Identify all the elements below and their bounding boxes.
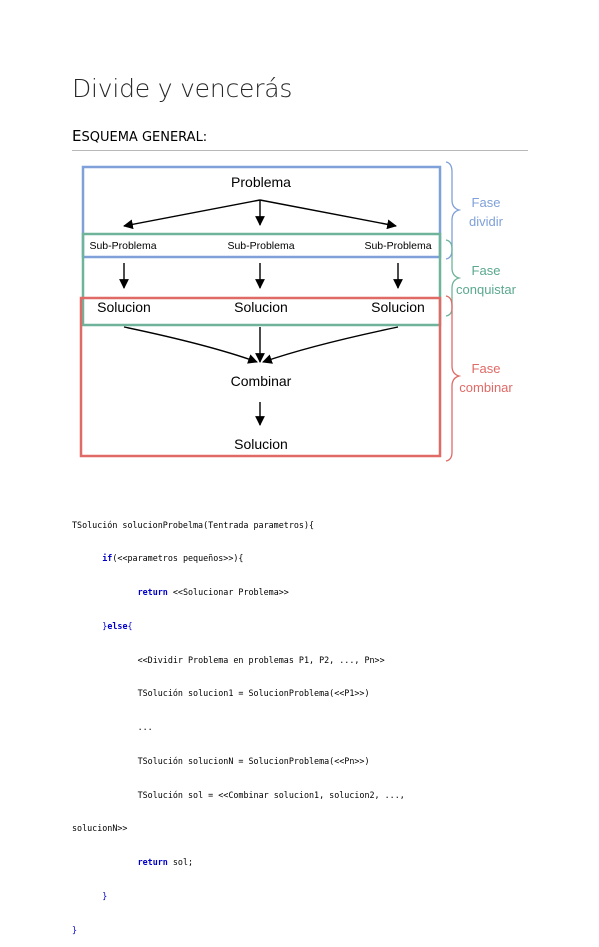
code-line-8: TSolución solucionN = SolucionProblema(<… [72, 756, 532, 767]
arrow-combine-right [262, 326, 399, 364]
code-line-2: if(<<parametros pequeños>>){ [72, 553, 532, 564]
arrow-divide-right [259, 199, 397, 230]
code-line-8-text: TSolución solucionN = SolucionProblema(<… [137, 755, 370, 766]
code-line-10: solucionN>> [72, 823, 532, 834]
code-keyword-if: if [102, 553, 113, 564]
divide-conquer-diagram: Problema Sub-Problema Sub-Problema Sub-P… [79, 161, 517, 462]
node-subproblem-1: Sub-Problema [89, 240, 156, 252]
code-line-10-text: solucionN>> [72, 823, 128, 834]
code-line-9-text: TSolución sol = <<Combinar solucion1, so… [137, 789, 405, 800]
phase-combine-label-1: Fase [472, 361, 501, 376]
brace-combine [445, 295, 462, 462]
code-line-12-text: } [102, 890, 108, 901]
node-combine: Combinar [231, 373, 292, 389]
code-line-6: TSolución solucion1 = SolucionProblema(<… [72, 688, 532, 699]
code-line-11: return sol; [72, 857, 532, 868]
section-divider [72, 150, 528, 151]
code-line-7-text: ... [137, 722, 153, 732]
code-line-5: <<Dividir Problema en problemas P1, P2, … [72, 655, 532, 666]
code-line-3-text: <<Solucionar Problema>> [167, 587, 289, 597]
code-line-11-text: sol; [167, 857, 194, 867]
code-line-6-text: TSolución solucion1 = SolucionProblema(<… [137, 688, 370, 699]
node-problem: Problema [231, 174, 291, 190]
code-keyword-else: else [107, 620, 128, 631]
node-solution-1: Solucion [97, 299, 151, 315]
phase-divide-label-1: Fase [472, 195, 501, 210]
code-line-4-brace: } [102, 620, 108, 631]
code-line-12: } [72, 891, 532, 902]
node-subproblem-2: Sub-Problema [227, 240, 294, 252]
arrow-combine-left [123, 326, 258, 364]
code-keyword-return-2: return [137, 857, 168, 867]
code-line-1: TSolución solucionProbelma(Tentrada para… [72, 520, 532, 531]
node-solution-3: Solucion [371, 299, 425, 315]
code-line-5-text: <<Dividir Problema en problemas P1, P2, … [137, 654, 385, 665]
code-line-1-text: TSolución solucionProbelma(Tentrada para… [72, 519, 315, 530]
phase-combine-label-2: combinar [459, 380, 513, 395]
code-line-3: return <<Solucionar Problema>> [72, 587, 532, 598]
section-heading-rest: SQUEMA GENERAL: [81, 130, 208, 145]
phase-divide-box [81, 165, 442, 259]
section-heading-initial: E [72, 127, 82, 145]
section-heading: ESQUEMA GENERAL: [72, 127, 207, 145]
phase-conquer-label-1: Fase [472, 263, 501, 278]
code-line-2-text: (<<parametros pequeños>>){ [112, 553, 244, 564]
pseudocode-block: TSolución solucionProbelma(Tentrada para… [72, 497, 532, 947]
code-line-7: ... [72, 722, 532, 733]
phase-divide-label-2: dividir [469, 214, 504, 229]
arrow-divide-left [123, 199, 261, 230]
code-line-13: } [72, 925, 532, 936]
phase-conquer-label-2: conquistar [456, 282, 517, 297]
code-keyword-return: return [137, 587, 168, 597]
code-line-13-text: } [72, 924, 78, 935]
code-line-4: }else{ [72, 621, 532, 632]
code-line-9: TSolución sol = <<Combinar solucion1, so… [72, 790, 532, 801]
brace-divide [445, 161, 462, 260]
phase-combine-box [79, 296, 442, 458]
node-final-solution: Solucion [234, 436, 288, 452]
node-subproblem-3: Sub-Problema [364, 240, 431, 252]
phase-conquer-box [81, 232, 442, 327]
page-title: Divide y vencerás [72, 74, 293, 103]
node-solution-2: Solucion [234, 299, 288, 315]
code-line-4-brace-open: { [127, 620, 133, 631]
